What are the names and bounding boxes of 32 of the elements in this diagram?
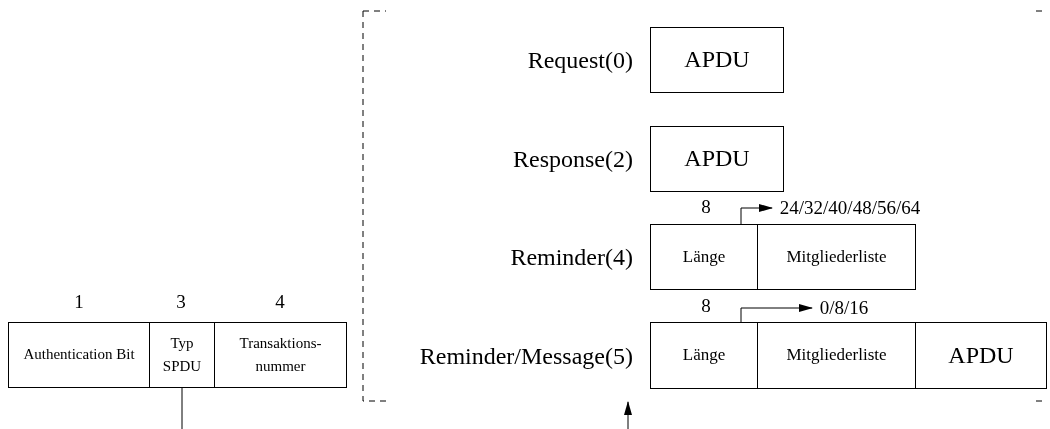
field-cell <box>149 322 215 388</box>
bit-width: 1 <box>74 291 84 313</box>
field-cell <box>757 322 916 389</box>
format-name: Request(0) <box>527 46 633 74</box>
field-name: APDU <box>684 45 750 75</box>
connector-line <box>181 387 183 429</box>
field-name: Mitgliederliste <box>786 245 887 268</box>
format-name: Reminder(4) <box>510 243 633 271</box>
bracket-frame <box>362 10 1046 402</box>
length-values: 0/8/16 <box>819 296 869 321</box>
field-name: Typ SPDU <box>161 333 203 376</box>
field-name: APDU <box>948 340 1014 370</box>
arrow <box>740 204 773 225</box>
field-cell <box>214 322 347 388</box>
bit-width: 4 <box>275 291 285 313</box>
bit-width: 3 <box>176 291 186 313</box>
format-name: Response(2) <box>513 145 633 173</box>
field-cell <box>915 322 1047 389</box>
length-values: 24/32/40/48/56/64 <box>779 196 921 221</box>
bit-width: 8 <box>701 196 711 218</box>
field-name: Mitgliederliste <box>786 344 887 367</box>
arrow <box>740 304 813 323</box>
arrow <box>624 401 632 429</box>
field-name: Authentication Bit <box>23 345 135 365</box>
field-name: APDU <box>684 144 750 174</box>
field-cell <box>8 322 150 388</box>
field-name: Transaktions- nummer <box>238 333 323 376</box>
field-cell <box>757 224 916 290</box>
field-name: Länge <box>682 245 726 268</box>
bit-width: 8 <box>701 295 711 317</box>
format-name: Reminder/Message(5) <box>419 342 633 369</box>
field-name: Länge <box>682 344 726 367</box>
